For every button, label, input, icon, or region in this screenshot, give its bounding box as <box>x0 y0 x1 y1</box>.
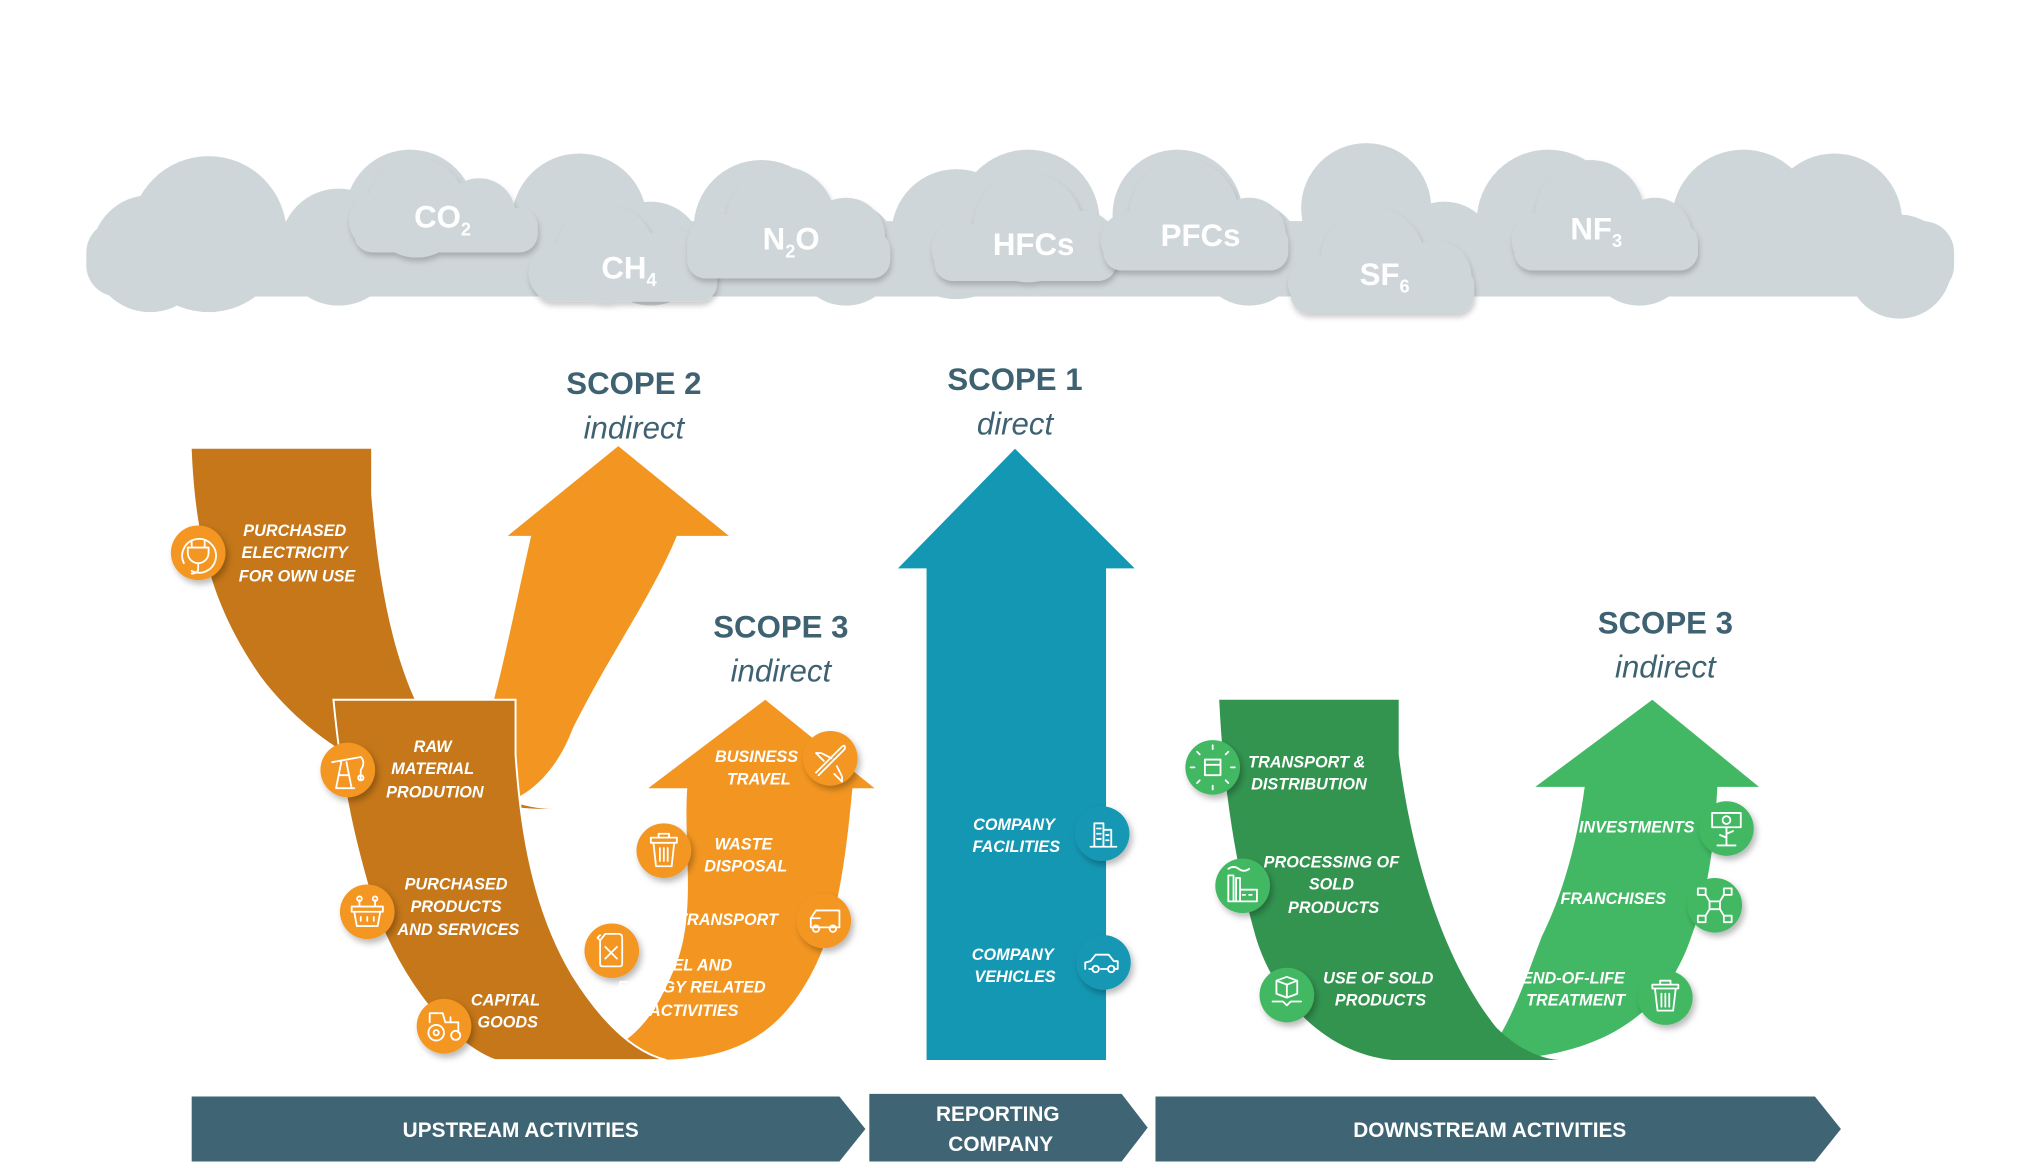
item-transport: TRANSPORT <box>677 893 852 949</box>
label-capital-goods: CAPITAL GOODS <box>471 991 545 1031</box>
car-icon <box>1084 953 1119 974</box>
label-processing: PROCESSING OF SOLD PRODUCTS <box>1264 854 1404 918</box>
oil-pump-icon <box>331 756 365 790</box>
scope2-arrow <box>191 446 729 810</box>
scope2-subtitle: indirect <box>584 410 686 445</box>
label-use-of-sold-products: USE OF SOLD PRODUCTS <box>1323 969 1438 1009</box>
label-end-of-life: END-OF-LIFE TREATMENT <box>1522 969 1629 1009</box>
truck-icon <box>809 909 841 933</box>
item-company-vehicles: COMPANY VEHICLES <box>972 935 1131 990</box>
item-end-of-life: END-OF-LIFE TREATMENT <box>1522 969 1693 1025</box>
buildings-icon <box>1089 822 1118 848</box>
scope3-upstream-arrow-descending <box>332 698 667 1062</box>
item-waste-disposal: WASTE DISPOSAL <box>636 823 787 878</box>
scope2-heading: SCOPE 2 indirect <box>566 366 701 445</box>
downstream-activities-chevron: DOWNSTREAM ACTIVITIES <box>1155 1096 1841 1162</box>
item-business-travel: BUSINESS TRAVEL <box>715 730 858 788</box>
upstream-activities-label: UPSTREAM ACTIVITIES <box>403 1119 639 1142</box>
gas-cloud-n2o: N2O <box>687 166 891 279</box>
label-purchased-electricity: PURCHASED ELECTRICITY FOR OWN USE <box>239 522 357 586</box>
scope3-upstream-arrow-rising <box>546 699 875 1061</box>
label-transport-distribution: TRANSPORT & DISTRIBUTION <box>1248 753 1370 793</box>
item-purchased-electricity: PURCHASED ELECTRICITY FOR OWN USE <box>170 522 357 586</box>
scope3-downstream-title: SCOPE 3 <box>1598 605 1733 640</box>
gas-cloud-co2: CO2 <box>349 158 538 258</box>
item-purchased-products: PURCHASED PRODUCTS AND SERVICES <box>339 876 519 940</box>
scope3-upstream-subtitle: indirect <box>731 654 833 689</box>
tractor-icon <box>427 1012 462 1042</box>
scope3-downstream-arrow-descending <box>1219 699 1562 1061</box>
scope2-title: SCOPE 2 <box>566 366 701 401</box>
plug-icon <box>181 537 217 575</box>
label-franchises: FRANCHISES <box>1560 890 1666 908</box>
reporting-company-chevron: REPORTING COMPANY <box>869 1093 1148 1162</box>
bottom-bar: UPSTREAM ACTIVITIES REPORTING COMPANY DO… <box>191 1093 1841 1162</box>
item-use-of-sold-products: USE OF SOLD PRODUCTS <box>1259 967 1438 1023</box>
label-company-facilities: COMPANY FACILITIES <box>973 816 1061 856</box>
scope3-upstream-arrow <box>332 698 875 1062</box>
distribution-box-icon <box>1189 744 1236 791</box>
downstream-activities-label: DOWNSTREAM ACTIVITIES <box>1353 1119 1626 1142</box>
trash-icon <box>649 832 678 868</box>
item-company-facilities: COMPANY FACILITIES <box>973 806 1130 862</box>
scope3-downstream-arrow-rising <box>1483 699 1759 1061</box>
upstream-activities-chevron: UPSTREAM ACTIVITIES <box>191 1096 866 1162</box>
scope3-downstream-arrow <box>1219 699 1759 1061</box>
label-investments: INVESTMENTS <box>1579 818 1695 836</box>
label-purchased-products: PURCHASED PRODUCTS AND SERVICES <box>396 876 519 940</box>
scope1-subtitle: direct <box>977 406 1055 441</box>
network-stores-icon <box>1696 887 1733 924</box>
gas-label-sf6: SF6 <box>1360 257 1410 297</box>
label-raw-material: RAW MATERIAL PRODUTION <box>386 738 485 802</box>
label-business-travel: BUSINESS TRAVEL <box>715 748 803 788</box>
gas-label-hfcs: HFCs <box>993 227 1074 262</box>
item-franchises: FRANCHISES <box>1560 877 1743 933</box>
item-processing: PROCESSING OF SOLD PRODUCTS <box>1215 854 1404 918</box>
jerrycan-icon <box>596 932 624 968</box>
item-investments: INVESTMENTS <box>1579 801 1754 856</box>
item-transport-distribution: TRANSPORT & DISTRIBUTION <box>1185 740 1370 795</box>
gas-label-n2o: N2O <box>763 222 820 262</box>
scope2-arrow-descending <box>191 448 554 810</box>
scope3-upstream-heading: SCOPE 3 indirect <box>713 609 848 688</box>
item-fuel-energy: FUEL AND ENERGY RELATED ACTIVITIES <box>584 923 770 1020</box>
item-capital-goods: CAPITAL GOODS <box>416 991 545 1054</box>
scope1-title: SCOPE 1 <box>947 362 1082 397</box>
scope1-arrow <box>897 448 1135 1061</box>
box-hand-icon <box>1271 975 1303 1007</box>
airplane-icon <box>815 744 846 783</box>
reporting-company-label: REPORTING COMPANY <box>936 1103 1065 1156</box>
scope3-upstream-title: SCOPE 3 <box>713 609 848 644</box>
gas-label-pfcs: PFCs <box>1161 218 1241 253</box>
gas-cloud-pfcs: PFCs <box>1100 159 1289 271</box>
gas-cloud-sf6: SF6 <box>1288 208 1475 314</box>
scope3-downstream-subtitle: indirect <box>1615 650 1717 685</box>
label-fuel-energy: FUEL AND ENERGY RELATED ACTIVITIES <box>617 956 770 1020</box>
scope1-heading: SCOPE 1 direct <box>947 362 1082 441</box>
gas-cloud-hfcs: HFCs <box>931 172 1117 283</box>
scope2-arrow-rising <box>390 446 729 807</box>
trash-icon <box>1651 979 1680 1012</box>
label-transport: TRANSPORT <box>677 911 780 929</box>
scope3-downstream-heading: SCOPE 3 indirect <box>1598 605 1733 684</box>
factory-icon <box>1227 865 1258 903</box>
basket-icon <box>350 895 384 927</box>
gas-label-nf3: NF3 <box>1570 211 1622 251</box>
item-raw-material: RAW MATERIAL PRODUTION <box>320 738 485 802</box>
gas-label-co2: CO2 <box>414 200 471 240</box>
gas-cloud-nf3: NF3 <box>1511 159 1698 271</box>
label-company-vehicles: COMPANY VEHICLES <box>972 946 1058 986</box>
label-waste-disposal: WASTE DISPOSAL <box>704 835 787 875</box>
money-plant-icon <box>1711 812 1742 847</box>
gas-label-ch4: CH4 <box>601 250 657 290</box>
